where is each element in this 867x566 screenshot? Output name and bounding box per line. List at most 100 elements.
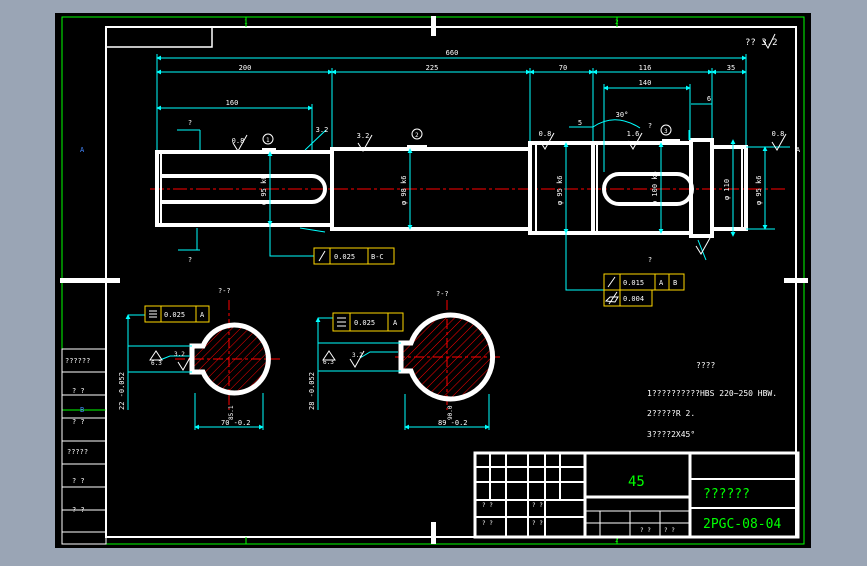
tol2-datum-a: A (659, 279, 664, 287)
section-2-sym-datum: A (393, 319, 398, 327)
shaft-segment-6 (710, 145, 748, 231)
section-1-datum-triangle (149, 350, 163, 361)
tol1-value: 0.025 (334, 253, 355, 261)
dia-6: φ 95 k6 (755, 175, 763, 205)
dia-4: φ 100 k6 (651, 171, 659, 205)
rough-1: 0.8 (232, 137, 245, 145)
left-strip-cell-6: ? ? (72, 506, 85, 514)
title-cell-6: ? ? (664, 527, 675, 534)
section-1-sym-value: 0.025 (164, 311, 185, 319)
rough-6: 0.8 (772, 130, 785, 138)
rough-4: 1.6 (627, 130, 640, 138)
title-cell-4: ? ? (532, 520, 543, 527)
section-1-width: 22 -0.052 (118, 372, 126, 410)
dim-key1: 160 (226, 99, 239, 107)
section-2-tolerance-frame (332, 312, 404, 332)
drawing-frame (60, 16, 808, 545)
dim-seg1: 200 (239, 64, 252, 72)
notes-line-1: 1??????????HBS 220~250 HBW. (647, 389, 777, 398)
section-2-annotations (315, 317, 490, 430)
left-strip-table (61, 348, 107, 545)
section-1-rough: 3.2 (174, 351, 185, 358)
zone-label-bottom-2: 2 (615, 537, 619, 544)
rough-5: 3.2 (316, 126, 329, 134)
dia-3: φ 95 k6 (556, 175, 564, 205)
title-cell-2: ? ? (482, 520, 493, 527)
section-1-rough2: 6.3 (151, 360, 162, 367)
tol-cyl-value: 0.004 (623, 295, 644, 303)
tol2-value: 0.015 (623, 279, 644, 287)
rough-2: 3.2 (357, 132, 370, 140)
section-1-label: ?-? (218, 287, 231, 295)
left-strip-cell-5: ? ? (72, 477, 85, 485)
section-1-sym-datum: A (200, 311, 205, 319)
title-cell-5: ? ? (640, 527, 651, 534)
zone-label-top-2: 2 (615, 19, 619, 26)
bubble-1: 1 (266, 137, 270, 144)
keyway-2 (602, 172, 694, 206)
right-label-a: A (796, 146, 801, 154)
dim-seg3: 70 (559, 64, 567, 72)
section-2-label: ?-? (436, 290, 449, 298)
model-space-canvas[interactable] (55, 13, 811, 548)
title-material: 45 (628, 474, 645, 490)
notes-title: ???? (696, 361, 715, 370)
zone-label-left-b: B (80, 406, 84, 414)
keyway-1 (161, 174, 327, 204)
bubble-2: 2 (415, 132, 419, 139)
title-cell-3: ? ? (532, 502, 543, 509)
section-view-2 (395, 300, 500, 410)
dim-seg4: 116 (639, 64, 652, 72)
q-mark-4: ? (648, 256, 652, 264)
title-cell-1: ? ? (482, 502, 493, 509)
section-2-dia: 89 -0.2 (438, 419, 468, 427)
section-2-depth: 90.0 (447, 405, 454, 420)
general-roughness-note: ?? 3.2 (745, 38, 778, 48)
datum-bubbles (262, 124, 672, 145)
left-strip-cell-2: ? ? (72, 387, 85, 395)
title-drawing-number: 2PGC-08-04 (703, 517, 781, 532)
section-1-tolerance-frame (144, 305, 210, 323)
section-2-rough: 3.2 (352, 352, 363, 359)
dim-angle: 30° (616, 111, 629, 119)
section-2-width: 28 -0.052 (308, 372, 316, 410)
section-2-datum-triangle (322, 350, 336, 361)
tol1-datum: B-C (371, 253, 384, 261)
notes-line-2: 2?????R 2. (647, 409, 695, 418)
dim-overall: 660 (446, 49, 459, 57)
section-1-rough-symbol (177, 353, 193, 371)
title-part-name: ?????? (703, 487, 750, 502)
section-2-rough2: 6.3 (323, 359, 334, 366)
bubble-3: 3 (664, 128, 668, 135)
dimensions (156, 54, 790, 291)
technical-notes: ???? 1??????????HBS 220~250 HBW. 2?????R… (647, 361, 777, 439)
q-mark-2: ? (188, 256, 192, 264)
dim-step: 5 (578, 119, 582, 127)
zone-label-left-a: A (80, 146, 85, 154)
roughness-symbols (232, 132, 787, 255)
left-strip-cell-1: ?????? (65, 357, 90, 365)
left-strip-cell-4: ????? (67, 448, 88, 456)
dia-1: φ 95 k6 (260, 175, 268, 205)
section-1-depth: 85.1 (228, 405, 235, 420)
general-roughness-symbol (762, 33, 776, 50)
notes-line-3: 3????2X45° (647, 430, 695, 439)
dim-seg5: 35 (727, 64, 735, 72)
section-2-rough-symbol (349, 350, 365, 368)
tol2-datum-b: B (673, 279, 677, 287)
tolerance-frame-2 (603, 273, 685, 307)
q-mark-1: ? (188, 119, 192, 127)
left-strip-cell-3: ? ? (72, 418, 85, 426)
title-block (473, 451, 800, 539)
section-1-annotations (125, 314, 264, 430)
dia-5: φ 110 (723, 179, 731, 200)
dim-shoulder: 6 (707, 95, 711, 103)
dim-key2: 140 (639, 79, 652, 87)
section-view-1 (175, 300, 280, 410)
tolerance-frame-1 (313, 247, 395, 265)
shaft-view (150, 138, 785, 238)
dim-seg2: 225 (426, 64, 439, 72)
section-2-sym-value: 0.025 (354, 319, 375, 327)
